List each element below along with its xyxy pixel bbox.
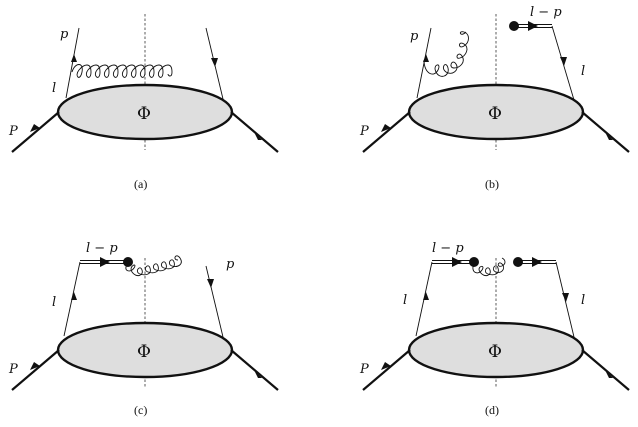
wilson-arrow-icon — [100, 257, 110, 267]
right-quark-label: l — [581, 293, 585, 308]
right-quark-arrow-icon — [560, 57, 567, 66]
incoming-label: P — [359, 124, 369, 139]
incoming-hadron-line — [362, 111, 411, 153]
diagram-d: Φ P l l − p l (d) — [359, 241, 630, 417]
outgoing-hadron-line — [230, 111, 279, 153]
diagram-c: Φ P l l − p p (c) — [8, 241, 279, 417]
right-quark-arrow-icon — [207, 279, 214, 288]
outgoing-hadron-line — [581, 349, 630, 391]
gluon-line — [423, 31, 469, 77]
wilson-arrow-right-icon — [532, 257, 542, 267]
diagram-b: Φ P p l − p l (b) — [359, 5, 630, 191]
gluon-line — [71, 64, 173, 78]
incoming-arrow-icon — [381, 362, 391, 370]
incoming-label: P — [359, 362, 369, 377]
phi-label: Φ — [488, 342, 502, 362]
left-quark-label: l — [52, 81, 56, 96]
right-quark-arrow-icon — [562, 293, 569, 302]
left-quark-label: l — [403, 293, 407, 308]
wilson-line-label: l − p — [432, 241, 464, 256]
caption-d: (d) — [485, 403, 499, 417]
incoming-hadron-line — [11, 349, 60, 391]
left-quark-label: l — [52, 295, 56, 310]
wilson-arrow-icon — [528, 21, 538, 31]
wilson-vertex-right-icon — [513, 257, 523, 267]
wilson-line-label: l − p — [530, 5, 562, 20]
outgoing-arrow-icon — [605, 132, 613, 140]
caption-b: (b) — [485, 177, 499, 191]
incoming-arrow-icon — [30, 124, 40, 132]
diagram-a: Φ P l p (a) — [8, 14, 279, 191]
incoming-hadron-line — [362, 349, 411, 391]
top-left-label: p — [410, 29, 419, 44]
incoming-arrow-icon — [381, 124, 391, 132]
left-quark-arrow-icon — [423, 292, 429, 300]
outgoing-hadron-line — [581, 111, 630, 153]
left-quark-line — [65, 27, 80, 99]
phi-label: Φ — [488, 104, 502, 124]
left-quark-arrow-icon — [71, 54, 77, 62]
outgoing-arrow-icon — [605, 370, 613, 378]
top-left-label: p — [60, 27, 69, 42]
gluon-line — [125, 255, 182, 277]
left-quark-arrow-icon — [423, 54, 429, 62]
phi-label: Φ — [137, 104, 151, 124]
wilson-vertex-left-icon — [469, 257, 479, 267]
phi-label: Φ — [137, 342, 151, 362]
gluon-line — [472, 257, 506, 277]
incoming-hadron-line — [11, 111, 60, 153]
caption-a: (a) — [134, 177, 147, 191]
right-quark-label: l — [581, 64, 585, 79]
outgoing-arrow-icon — [254, 132, 262, 140]
outgoing-arrow-icon — [254, 370, 262, 378]
wilson-arrow-left-icon — [452, 257, 462, 267]
wilson-vertex-icon — [509, 21, 519, 31]
wilson-line-label: l − p — [86, 241, 118, 256]
incoming-label: P — [8, 124, 18, 139]
top-right-label: p — [226, 257, 235, 272]
right-quark-arrow-icon — [211, 58, 218, 67]
incoming-arrow-icon — [30, 362, 40, 370]
incoming-label: P — [8, 362, 18, 377]
right-quark-line — [205, 265, 224, 338]
caption-c: (c) — [134, 403, 147, 417]
wilson-vertex-icon — [123, 257, 133, 267]
outgoing-hadron-line — [230, 349, 279, 391]
left-quark-arrow-icon — [71, 292, 77, 300]
